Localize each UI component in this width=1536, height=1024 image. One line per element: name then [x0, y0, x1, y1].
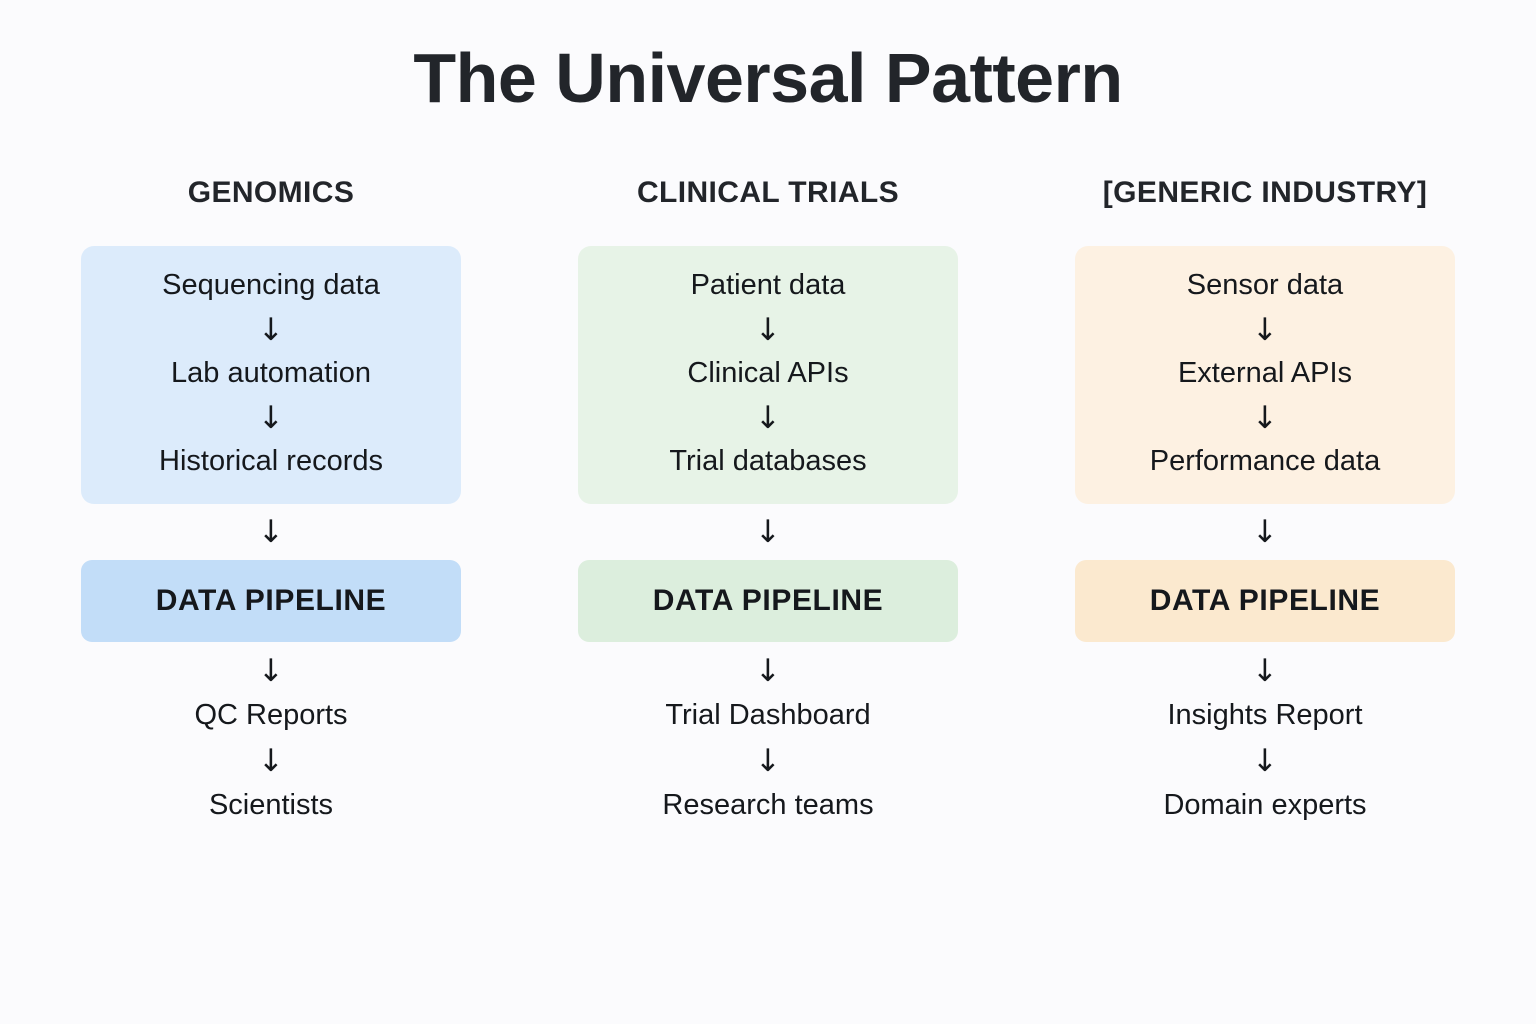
column-header: CLINICAL TRIALS	[636, 176, 900, 209]
source-node-1: Sensor data	[1186, 269, 1344, 301]
data-pipeline-bar: DATA PIPELINE	[1075, 559, 1455, 642]
output-node-2: Scientists	[208, 788, 334, 821]
source-node-3: Performance data	[1149, 444, 1381, 477]
column-header: [GENERIC INDUSTRY]	[1102, 176, 1428, 209]
data-pipeline-label: DATA PIPELINE	[1149, 583, 1381, 617]
source-node-3: Historical records	[159, 444, 383, 477]
columns-container: GENOMICS Sequencing data ↓ Lab automatio…	[81, 170, 1455, 821]
output-node-2: Domain experts	[1163, 788, 1367, 821]
down-arrow-icon: ↓	[755, 652, 781, 689]
output-node-1: Trial Dashboard	[665, 698, 871, 731]
down-arrow-icon: ↓	[755, 399, 781, 436]
down-arrow-icon: ↓	[1252, 399, 1278, 436]
source-node-2: Lab automation	[171, 356, 371, 389]
down-arrow-icon: ↓	[1252, 742, 1278, 779]
column-generic-industry: [GENERIC INDUSTRY] Sensor data ↓ Externa…	[1075, 170, 1455, 821]
down-arrow-icon: ↓	[1252, 652, 1278, 689]
down-arrow-icon: ↓	[258, 742, 284, 779]
column-genomics: GENOMICS Sequencing data ↓ Lab automatio…	[81, 170, 461, 821]
source-box: Patient data ↓ Clinical APIs ↓ Trial dat…	[578, 246, 958, 504]
data-pipeline-bar: DATA PIPELINE	[578, 559, 958, 642]
down-arrow-icon: ↓	[755, 742, 781, 779]
down-arrow-icon: ↓	[755, 513, 781, 550]
down-arrow-icon: ↓	[258, 652, 284, 689]
down-arrow-icon: ↓	[258, 311, 284, 348]
output-node-1: QC Reports	[194, 698, 348, 731]
data-pipeline-label: DATA PIPELINE	[652, 583, 884, 617]
output-node-2: Research teams	[662, 788, 874, 821]
data-pipeline-label: DATA PIPELINE	[155, 583, 387, 617]
down-arrow-icon: ↓	[755, 311, 781, 348]
data-pipeline-bar: DATA PIPELINE	[81, 559, 461, 642]
source-node-2: Clinical APIs	[687, 356, 849, 389]
column-header: GENOMICS	[187, 176, 355, 209]
output-node-1: Insights Report	[1167, 698, 1363, 731]
down-arrow-icon: ↓	[1252, 513, 1278, 550]
source-node-1: Sequencing data	[162, 269, 380, 301]
source-node-1: Patient data	[690, 269, 846, 301]
source-node-2: External APIs	[1177, 356, 1353, 389]
down-arrow-icon: ↓	[258, 513, 284, 550]
source-box: Sequencing data ↓ Lab automation ↓ Histo…	[81, 246, 461, 504]
page-title: The Universal Pattern	[413, 39, 1123, 117]
source-box: Sensor data ↓ External APIs ↓ Performanc…	[1075, 246, 1455, 504]
down-arrow-icon: ↓	[1252, 311, 1278, 348]
down-arrow-icon: ↓	[258, 399, 284, 436]
column-clinical-trials: CLINICAL TRIALS Patient data ↓ Clinical …	[578, 170, 958, 821]
source-node-3: Trial databases	[669, 444, 867, 477]
